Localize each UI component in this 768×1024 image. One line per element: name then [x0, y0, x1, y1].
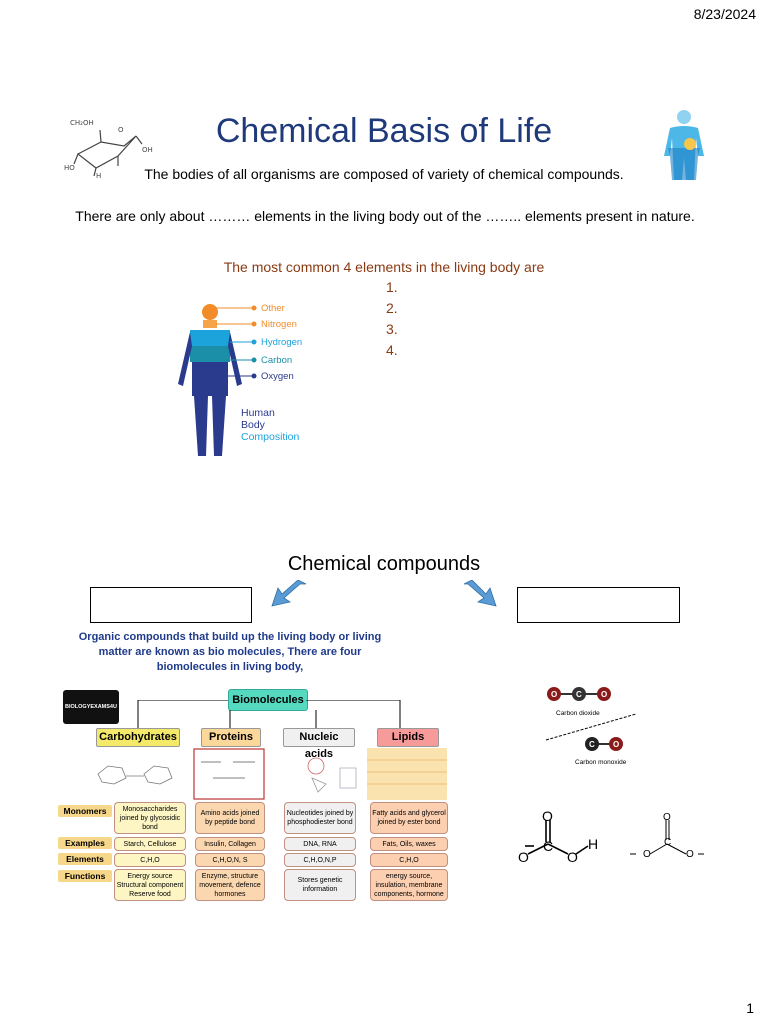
svg-text:H: H: [96, 172, 101, 180]
chemical-compounds-title: Chemical compounds: [287, 553, 481, 575]
cell-nucleic-elements: C,H,O,N,P: [284, 853, 356, 867]
atom-o-label: O: [643, 849, 651, 860]
legend-carbon: Carbon: [261, 355, 293, 366]
polysaccharide-structure-image: [97, 765, 173, 785]
intro-text: The bodies of all organisms are composed…: [144, 166, 624, 182]
atom-c-label: C: [589, 740, 595, 749]
atom-o-label: O: [567, 849, 578, 865]
atom-c-label: C: [576, 690, 582, 699]
elements-list: 1. 2. 3. 4.: [386, 279, 398, 363]
legend-nitrogen: Nitrogen: [261, 319, 297, 330]
list-item: 4.: [386, 342, 398, 358]
svg-text:CH₂OH: CH₂OH: [70, 119, 94, 127]
water-body-icon: [664, 110, 704, 180]
peptide-structure-image: [193, 748, 265, 800]
cell-lipids-functions: energy source, insulation, membrane comp…: [370, 869, 448, 901]
caption-line: Human: [241, 407, 275, 419]
legend-oxygen: Oxygen: [261, 371, 294, 382]
cell-carbohydrates-monomers: Monosaccharides joined by glycosidic bon…: [114, 802, 186, 834]
caption-line: Composition: [241, 431, 300, 443]
cell-proteins-functions: Enzyme, structure movement, defence horm…: [195, 869, 265, 901]
atom-c-label: C: [664, 837, 672, 848]
atom-o-label: O: [686, 849, 694, 860]
category-carbohydrates: Carbohydrates: [96, 728, 180, 747]
lipid-structure-image: [367, 748, 447, 800]
blank-box-left: [90, 587, 252, 623]
carbonic-acid-carbonate-structures: [525, 820, 704, 855]
list-item: 2.: [386, 300, 398, 316]
cell-carbohydrates-functions: Energy source Structural component Reser…: [114, 869, 186, 901]
atom-o-label: O: [542, 808, 553, 824]
cell-lipids-examples: Fats, Oils, waxes: [370, 837, 448, 851]
tree-connectors: [137, 700, 401, 728]
arrow-down-left-icon: [271, 580, 307, 607]
cell-nucleic-examples: DNA, RNA: [284, 837, 356, 851]
cell-proteins-monomers: Amino acids joined by peptide bond: [195, 802, 265, 834]
svg-text:OH: OH: [142, 146, 153, 154]
legend-hydrogen: Hydrogen: [261, 337, 303, 348]
row-label-examples: Examples: [58, 837, 112, 849]
atom-o-label: O: [613, 740, 620, 749]
arrow-down-right-icon: [463, 580, 497, 607]
human-body-composition-figure: [178, 304, 257, 456]
cell-nucleic-functions: Stores genetic information: [284, 869, 356, 901]
carbon-monoxide-label: Carbon monoxide: [575, 759, 627, 766]
slide-title: Chemical Basis of Life: [215, 112, 553, 150]
cell-carbohydrates-elements: C,H,O: [114, 853, 186, 867]
atom-c-label: C: [543, 838, 554, 854]
carbon-oxide-molecules: [545, 687, 637, 751]
legend-other: Other: [261, 303, 285, 314]
cell-nucleic-monomers: Nucleotides joined by phosphodiester bon…: [284, 802, 356, 834]
common-elements-heading: The most common 4 elements in the living…: [223, 259, 545, 275]
page-number: 1: [746, 1000, 754, 1016]
atom-o-label: O: [551, 690, 558, 699]
atom-h-label: H: [588, 836, 599, 852]
list-item: 1.: [386, 279, 398, 295]
atom-o-label: O: [601, 690, 608, 699]
carbon-dioxide-label: Carbon dioxide: [556, 710, 600, 717]
row-label-elements: Elements: [58, 853, 112, 865]
row-label-monomers: Monomers: [58, 805, 112, 817]
atom-o-label: O: [663, 812, 671, 823]
cell-carbohydrates-examples: Starch, Cellulose: [114, 837, 186, 851]
nucleotide-structure-image: [307, 757, 357, 793]
cell-lipids-monomers: Fatty acids and glycerol joined by ester…: [370, 802, 448, 834]
cell-proteins-examples: Insulin, Collagen: [195, 837, 265, 851]
svg-text:HO: HO: [64, 164, 75, 172]
svg-text:O: O: [118, 126, 124, 134]
logo-badge: BIOLOGYEXAMS4U: [63, 690, 119, 724]
row-label-functions: Functions: [58, 870, 112, 882]
glucose-ring-icon: CH₂OH O HO OH H: [64, 119, 153, 180]
slide-date: 8/23/2024: [693, 6, 756, 22]
category-proteins: Proteins: [201, 728, 261, 747]
category-lipids: Lipids: [377, 728, 439, 747]
figure-caption: Human Body Composition: [241, 407, 299, 443]
cell-lipids-elements: C,H,O: [370, 853, 448, 867]
elements-question-text: There are only about ……… elements in the…: [75, 208, 695, 224]
blank-box-right: [517, 587, 680, 623]
cell-proteins-elements: C,H,O,N, S: [195, 853, 265, 867]
caption-line: Body: [241, 419, 265, 431]
category-nucleic-acids: Nucleic acids: [283, 728, 355, 760]
list-item: 3.: [386, 321, 398, 337]
organic-compounds-text: Organic compounds that build up the livi…: [78, 631, 382, 673]
biomolecules-root: Biomolecules: [228, 689, 308, 711]
atom-o-label: O: [518, 849, 529, 865]
